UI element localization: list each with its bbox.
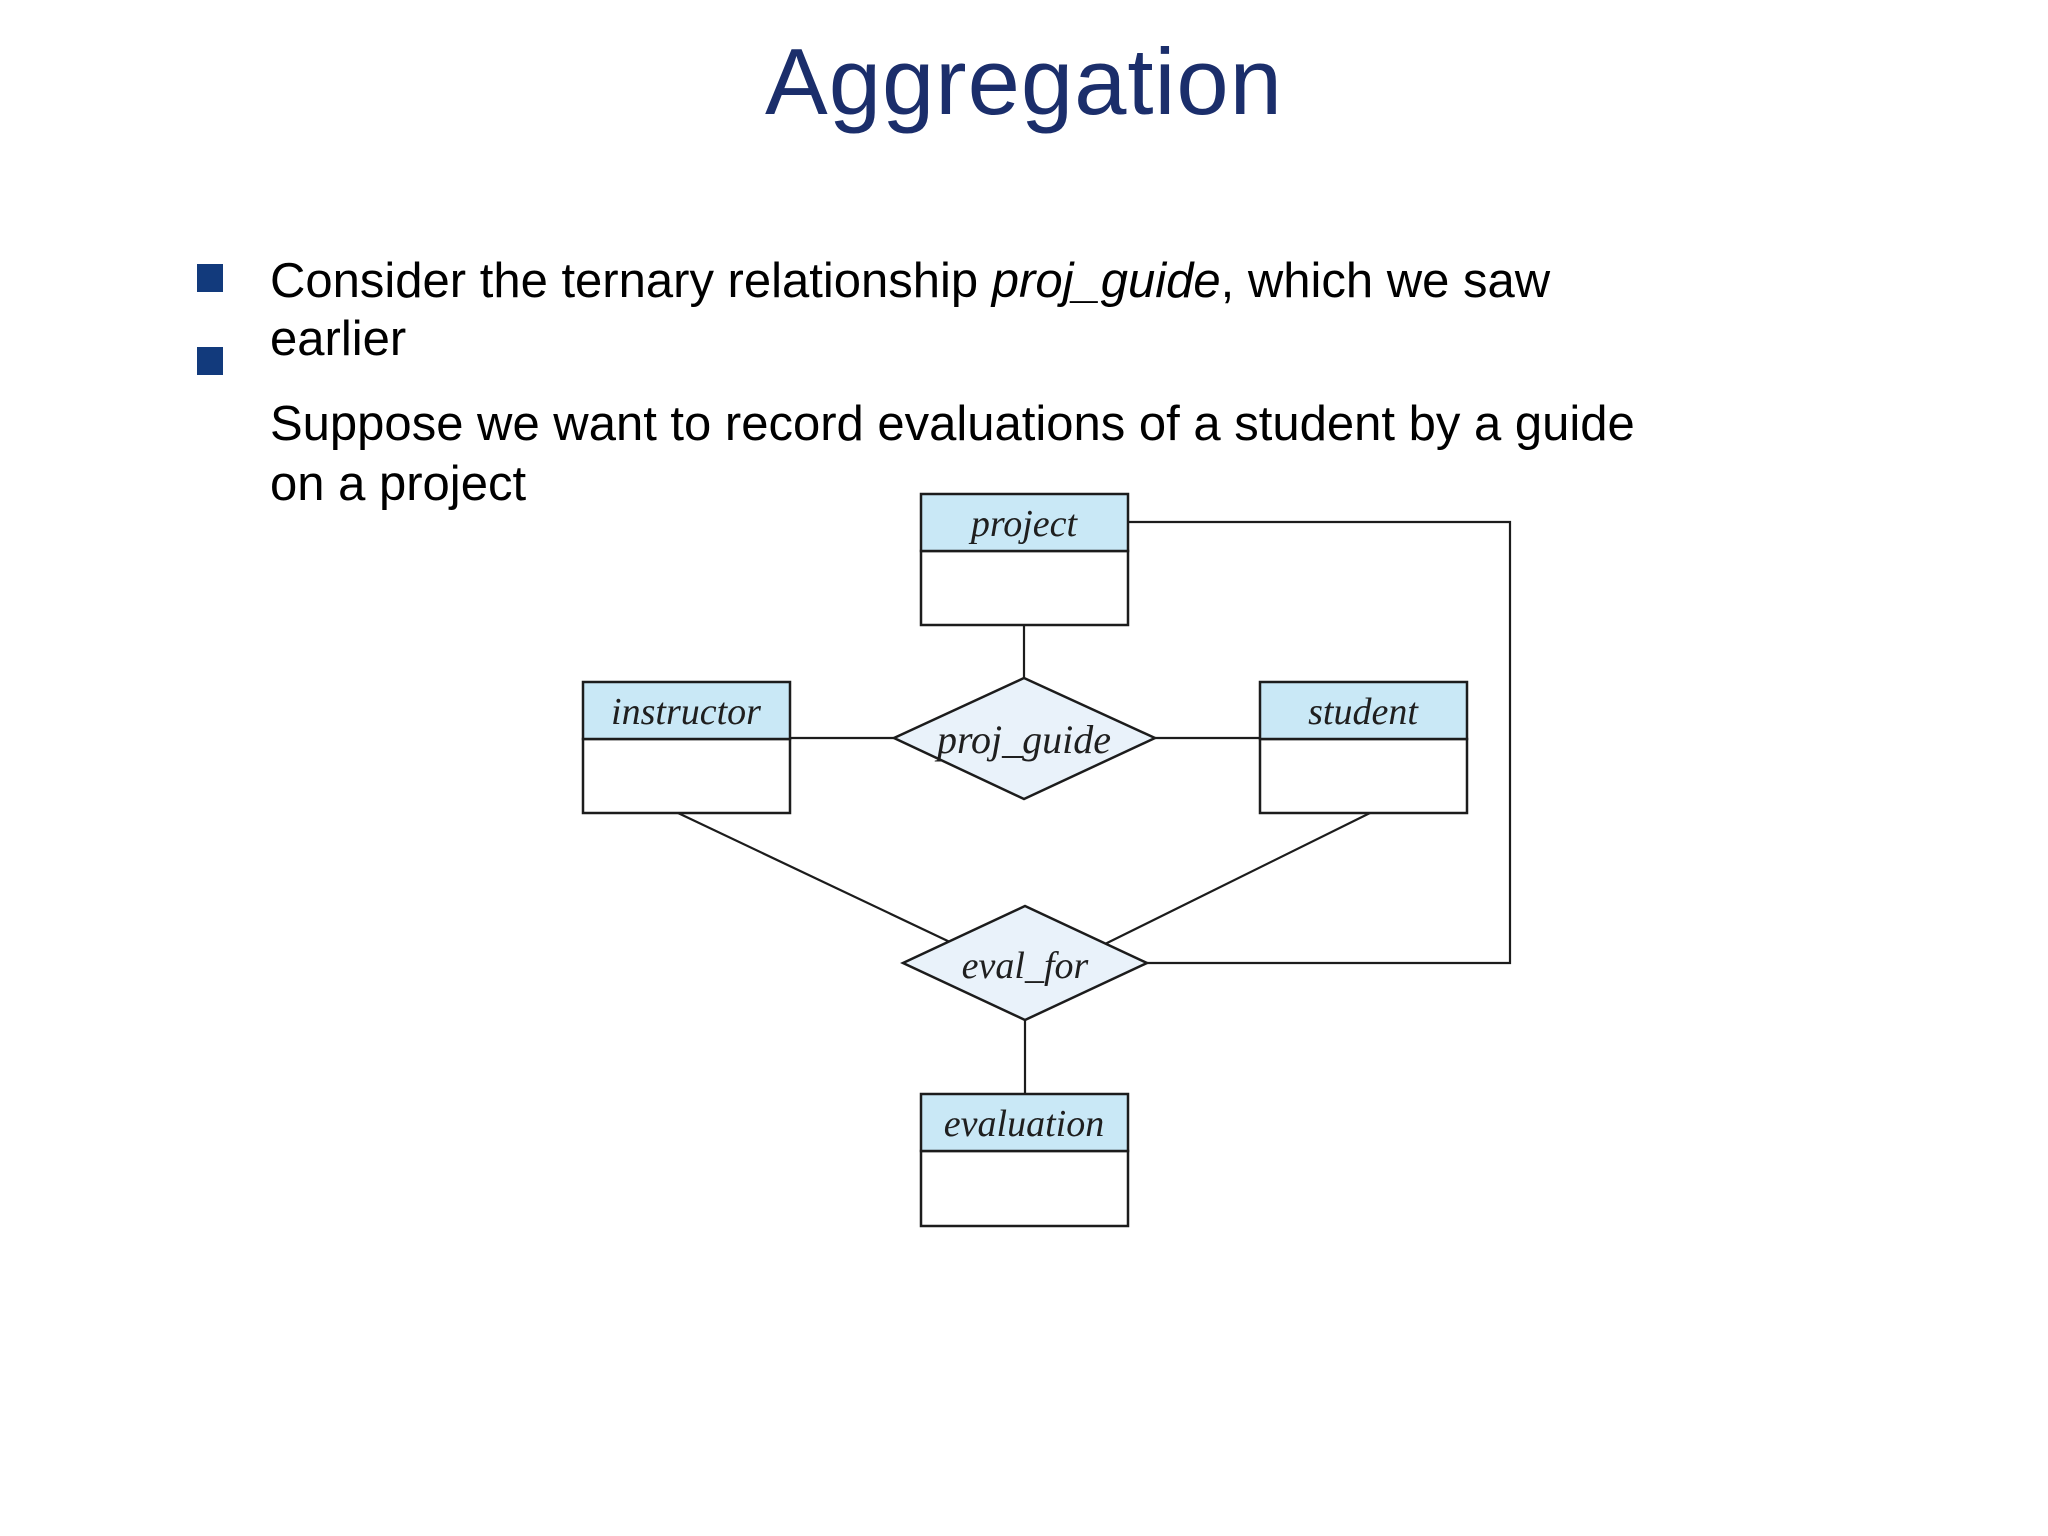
bullet-1-line-1: Consider the ternary relationship proj_g… xyxy=(270,254,1551,308)
entity-project-header xyxy=(919,492,1130,553)
bullet-2-line-2: on a project xyxy=(270,457,527,511)
entity-student-header xyxy=(1258,680,1469,741)
bullet-1-italic-term: proj_guide xyxy=(991,254,1221,308)
relationship-eval-for-diamond xyxy=(900,904,1150,1022)
entity-evaluation-label: evaluation xyxy=(944,1103,1104,1145)
entity-instructor: instructor xyxy=(581,680,792,815)
relationship-proj-guide-diamond xyxy=(891,676,1158,801)
bullet-marker-2 xyxy=(197,347,223,375)
slide-title: Aggregation xyxy=(765,29,1283,134)
entity-evaluation: evaluation xyxy=(919,1092,1130,1228)
entity-instructor-label: instructor xyxy=(611,691,761,733)
entity-project-label: project xyxy=(968,503,1079,545)
relationship-eval-for-label: eval_for xyxy=(962,945,1089,987)
line-instructor-to-eval-for xyxy=(677,812,953,944)
entity-instructor-header xyxy=(581,680,792,741)
bullet-marker-1 xyxy=(197,264,223,292)
bullet-1-text: Consider the ternary relationship proj_g… xyxy=(270,252,1550,368)
bullet-2-line-1: Suppose we want to record evaluations of… xyxy=(270,397,1635,451)
relationship-proj-guide-label: proj_guide xyxy=(934,717,1111,762)
entity-student-body xyxy=(1258,737,1469,815)
line-student-to-eval-for xyxy=(1102,812,1371,946)
entity-project-body xyxy=(919,549,1130,627)
entity-evaluation-body xyxy=(919,1149,1130,1228)
bullet-1-line-2: earlier xyxy=(270,312,407,366)
line-project-around-to-eval-for xyxy=(1128,520,1512,965)
entity-evaluation-header xyxy=(919,1092,1130,1153)
entity-student: student xyxy=(1258,680,1469,815)
bullet-2-text: Suppose we want to record evaluations of… xyxy=(270,394,1635,514)
entity-student-label: student xyxy=(1308,691,1419,733)
entity-project: project xyxy=(919,492,1130,627)
entity-instructor-body xyxy=(581,737,792,815)
